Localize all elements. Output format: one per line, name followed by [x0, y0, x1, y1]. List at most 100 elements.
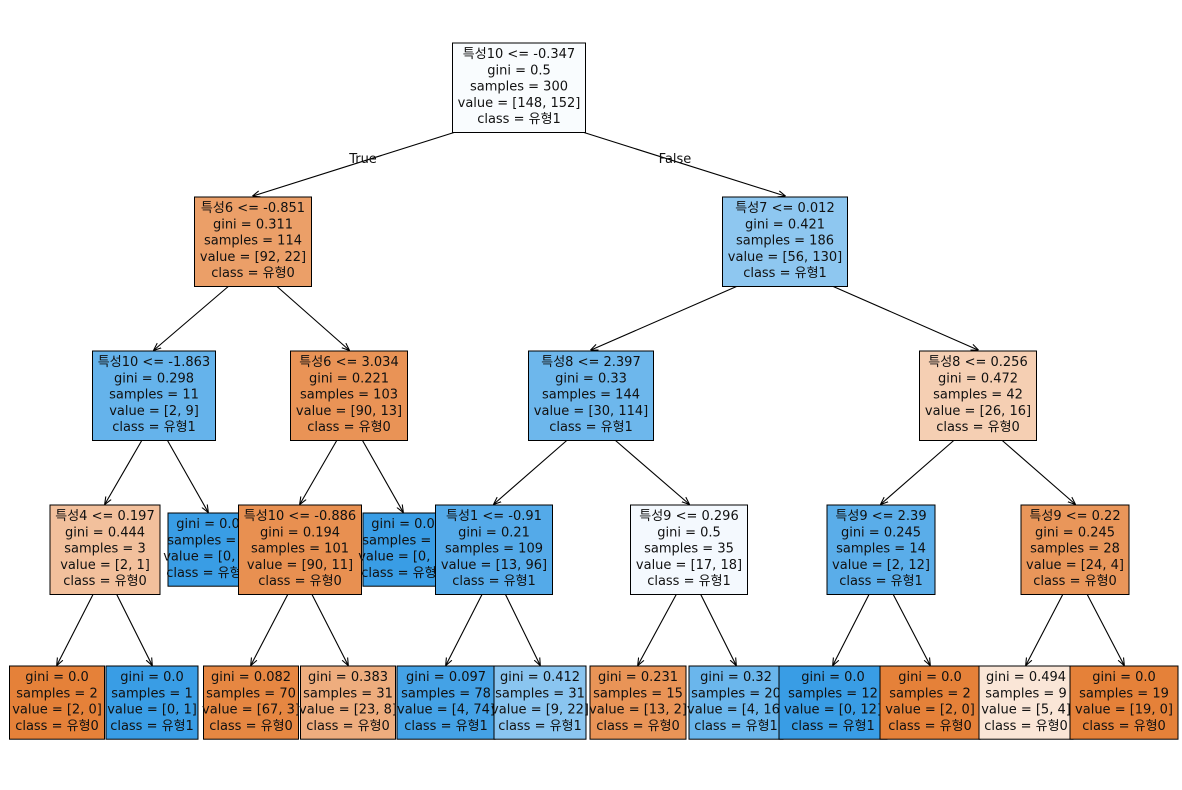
node-text-line: 특성7 <= 0.012 [735, 201, 834, 216]
node-text-line: gini = 0.0 [25, 670, 89, 685]
node-box [589, 665, 687, 740]
node-text-line: value = [9, 22] [491, 703, 589, 718]
node-text-line: gini = 0.494 [986, 670, 1066, 685]
node-text-line: class = 유형1 [791, 719, 875, 734]
node-text-line: gini = 0.472 [938, 371, 1018, 386]
node-text-line: samples = 12 [788, 686, 878, 701]
node-text-line: gini = 0.194 [260, 525, 340, 540]
node-text-line: class = 유형0 [211, 266, 295, 281]
node-text-line: value = [2, 0] [12, 703, 102, 718]
node-text-line: value = [90, 13] [296, 404, 402, 419]
node-text-line: class = 유형1 [452, 574, 536, 589]
node-text-line: samples = 144 [542, 388, 640, 403]
node-box [396, 665, 496, 740]
tree-edge-arrow [892, 594, 930, 666]
node-text-line: value = [56, 130] [728, 250, 842, 265]
node-text-line: gini = 0.21 [458, 525, 530, 540]
tree-edge-arrow [300, 440, 338, 505]
tree-edge-arrow [251, 594, 289, 666]
node-text-line: samples = 15 [593, 686, 683, 701]
node-text-line: samples = 2 [362, 533, 443, 548]
node-text-line: gini = 0.412 [500, 670, 580, 685]
node-text-line: samples = 9 [985, 686, 1066, 701]
tree-edge-arrow [362, 440, 404, 513]
node-box [435, 504, 553, 595]
node-text-line: class = 유형1 [477, 112, 561, 127]
tree-edge-arrow [1026, 594, 1064, 666]
tree-edge-arrow [57, 594, 94, 666]
node-text-line: samples = 14 [836, 542, 926, 557]
node-box [826, 504, 936, 595]
tree-edge-arrow [1086, 594, 1124, 666]
node-text-line: value = [148, 152] [458, 96, 581, 111]
node-text-line: samples = 103 [300, 388, 398, 403]
node-text-line: 특성9 <= 2.39 [835, 509, 926, 524]
node-text-line: samples = 11 [109, 388, 199, 403]
node-text-line: 특성10 <= -0.886 [244, 509, 356, 524]
node-text-line: gini = 0.0 [120, 670, 184, 685]
node-text-line: gini = 0.5 [657, 525, 721, 540]
node-text-line: class = 유형0 [888, 719, 972, 734]
node-text-line: class = 유형0 [984, 719, 1068, 734]
node-text-line: samples = 8 [167, 533, 248, 548]
node-text-line: value = [90, 11] [247, 558, 353, 573]
node-text-line: class = 유형0 [306, 719, 390, 734]
node-text-line: gini = 0.0 [371, 517, 435, 532]
node-text-line: class = 유형0 [1082, 719, 1166, 734]
node-box [49, 504, 161, 595]
node-box [879, 665, 981, 740]
tree-edge-arrow [1001, 440, 1075, 505]
tree-edge-arrow [505, 594, 541, 666]
node-text-line: samples = 42 [933, 388, 1023, 403]
node-text-line: 특성6 <= 3.034 [299, 355, 398, 370]
node-text-line: 특성8 <= 0.256 [928, 355, 1027, 370]
node-text-line: 특성4 <= 0.197 [55, 509, 154, 524]
false-edge-label: False [659, 152, 692, 167]
node-box [300, 665, 396, 740]
node-text-line: samples = 3 [64, 542, 145, 557]
node-text-line: samples = 300 [470, 80, 568, 95]
node-text-line: samples = 19 [1079, 686, 1169, 701]
node-text-line: value = [92, 22] [200, 250, 306, 265]
tree-edge-arrow [615, 440, 690, 505]
node-text-line: samples = 186 [736, 234, 834, 249]
node-box [92, 350, 216, 441]
node-text-line: gini = 0.0 [898, 670, 962, 685]
node-text-line: class = 유형1 [361, 566, 445, 581]
node-box [105, 665, 199, 740]
node-box [528, 350, 654, 441]
tree-edge-arrow [167, 440, 209, 513]
node-text-line: class = 유형1 [112, 420, 196, 435]
node-text-line: 특성6 <= -0.851 [201, 201, 305, 216]
node-text-line: value = [24, 4] [1026, 558, 1124, 573]
node-box [362, 512, 444, 587]
node-text-line: samples = 2 [16, 686, 97, 701]
node-text-line: gini = 0.0 [1092, 670, 1156, 685]
node-box [978, 665, 1074, 740]
node-text-line: gini = 0.231 [598, 670, 678, 685]
node-text-line: samples = 31 [303, 686, 393, 701]
node-text-line: value = [2, 1] [60, 558, 150, 573]
node-text-line: samples = 2 [889, 686, 970, 701]
true-edge-label: True [348, 152, 377, 167]
node-box [1020, 504, 1130, 595]
node-box [630, 504, 748, 595]
node-text-line: gini = 0.0 [176, 517, 240, 532]
node-text-line: value = [0, 8] [163, 550, 253, 565]
node-text-line: samples = 114 [204, 234, 302, 249]
node-text-line: class = 유형1 [743, 266, 827, 281]
